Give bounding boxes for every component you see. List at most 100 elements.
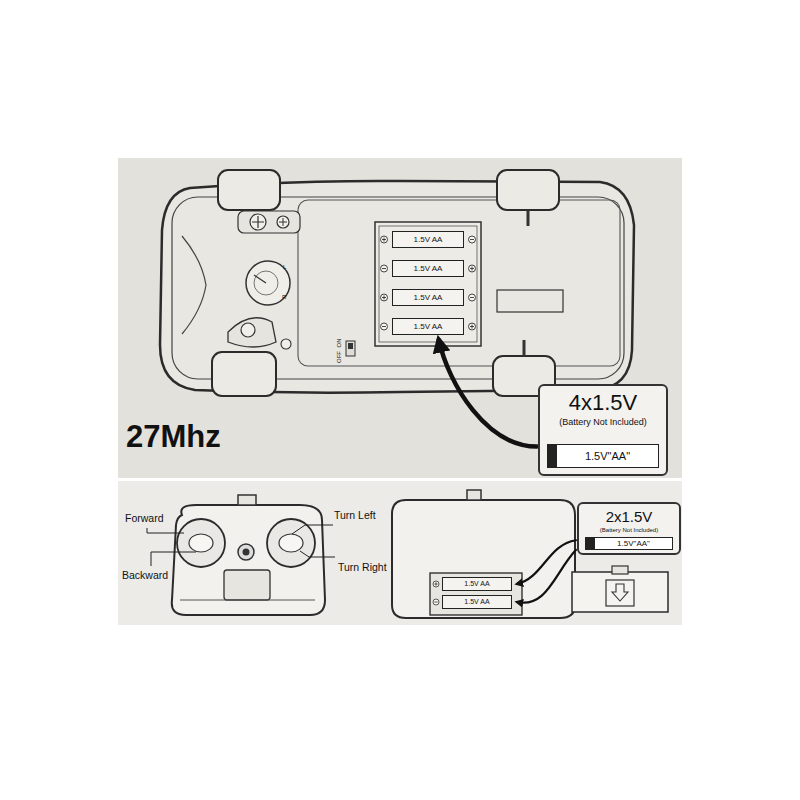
minus-sign [470,297,474,298]
body-line [180,600,315,601]
switch-knob [348,343,353,349]
battery-label: 1.5V AA [414,235,443,244]
minus-sign [382,326,386,327]
battery-cell: 1.5V AA [442,595,512,609]
bumper-line [182,236,206,334]
battery-cell: 1.5V AA [392,260,464,277]
minus-sign [469,294,476,301]
axle [527,210,530,226]
trim-dial-inner [254,271,278,295]
antenna-base [467,490,481,500]
screw-cross [252,216,264,228]
trim-mark: R [282,294,286,301]
grip-panel [224,570,270,600]
battery-compartment [375,222,481,346]
plus-sign [470,267,474,271]
trim-needle [254,275,266,283]
minus-sign [382,268,386,269]
screw-cross [279,218,287,226]
polarity-signs [433,581,439,605]
plus-sign [434,582,437,585]
battery-label: 1.5V AA [414,264,443,273]
switch-label: OFF [336,351,342,363]
callout-arrow [439,340,537,447]
wheel [212,352,276,396]
remote-body [172,505,325,615]
lower-panel [118,481,682,625]
plus-sign [381,294,388,301]
upper-panel [118,158,682,478]
screw [281,339,291,349]
leader-line [147,528,184,533]
battery-label: 1.5V AA [464,598,489,606]
minus-sign [433,599,439,605]
plus-sign [470,325,474,329]
frequency-label: 27Mhz [126,419,221,455]
battery-label: 1.5V"AA" [617,539,650,548]
stick-knob [279,534,303,552]
switch-label: ON [336,339,342,348]
plus-sign [469,265,476,272]
control-label: Turn Right [338,561,387,573]
power-switch [346,341,355,356]
down-arrow [612,584,628,601]
battery-cell: 1.5V AA [392,318,464,335]
plus-sign [382,238,386,242]
battery-cell: 1.5V AA [392,231,464,248]
lid-tab [612,566,628,574]
minus-sign [434,602,437,603]
control-label: Forward [125,512,164,524]
compartment-inner [379,226,477,342]
battery-label: 1.5V"AA" [585,450,630,463]
wheel [218,170,280,210]
battery-lid [572,572,668,612]
plus-sign [469,323,476,330]
leader-line [151,552,196,566]
voltage-heading: 4x1.5V [569,390,638,415]
polarity-signs [381,236,476,330]
callout-arrow [517,550,576,603]
screw [277,216,289,228]
antenna-base [238,495,256,505]
chassis-plate [298,200,620,366]
battery-cell: 1.5V AA [442,577,512,591]
battery-callout: 2x1.5V (Battery Not Included) 1.5V"AA" [577,502,681,555]
voltage-heading: 2x1.5V [606,508,653,525]
battery-icon: 1.5V"AA" [585,537,673,550]
center-button [238,544,254,560]
minus-sign [470,239,474,240]
wheel [497,170,559,210]
battery-bay [430,573,522,615]
plus-sign [381,236,388,243]
screw [241,323,255,337]
battery-note: (Battery Not Included) [559,417,647,427]
battery-icon: 1.5V"AA" [547,444,659,468]
center-button-dot [243,549,250,556]
remote-back [392,500,575,618]
minus-sign [381,265,388,272]
control-label: Backward [122,569,168,581]
screw [250,214,266,230]
battery-cell: 1.5V AA [392,289,464,306]
battery-label: 1.5V AA [414,293,443,302]
battery-note: (Battery Not Included) [600,527,658,534]
battery-label: 1.5V AA [414,322,443,331]
steering-box [238,211,300,233]
plus-sign [382,296,386,300]
axle [523,340,526,356]
leader-line [292,525,333,534]
minus-sign [469,236,476,243]
steering-arm [228,318,276,347]
steering-stick [267,519,315,567]
lid-press-mark [606,580,634,606]
leader-lines [147,525,335,566]
battery-callout: 4x1.5V (Battery Not Included) 1.5V"AA" [538,384,668,476]
minus-sign [381,323,388,330]
battery-label: 1.5V AA [464,580,489,588]
trim-dial [246,261,290,305]
label-plate [497,290,563,312]
control-label: Turn Left [334,509,376,521]
